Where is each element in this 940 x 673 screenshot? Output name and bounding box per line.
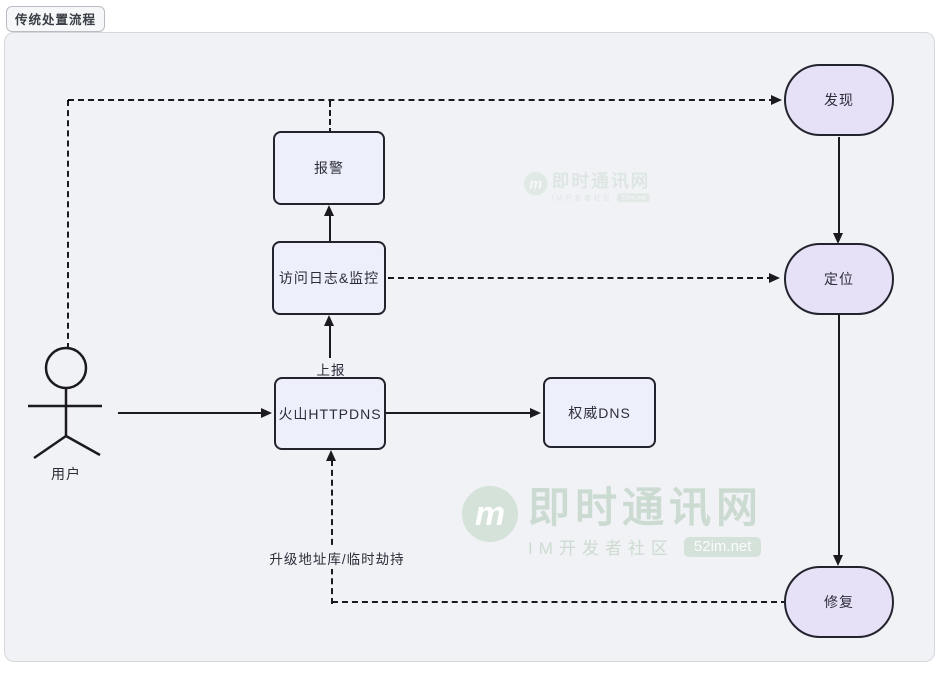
arrowhead-into-authdns [530,408,541,418]
arrowhead-into-discover [771,95,782,105]
edge-user-to-httpdns [118,412,263,414]
user-label: 用户 [51,466,81,482]
node-repair: 修复 [784,566,894,638]
diagram-panel [4,32,935,662]
arrowhead-into-locate-left [769,273,780,283]
edge-label-upgrade: 升级地址库/临时劫持 [264,547,410,569]
edge-accesslog-to-alarm [329,214,331,241]
node-locate: 定位 [784,243,894,315]
node-discover: 发现 [784,64,894,136]
node-auth-dns: 权威DNS [543,377,656,448]
arrowhead-into-repair [833,555,843,566]
edge-label-report: 上报 [308,358,354,380]
flow-title-badge: 传统处置流程 [6,6,106,32]
arrowhead-into-httpdns-bottom [326,450,336,461]
arrowhead-into-accesslog [324,315,334,326]
edge-locate-to-repair [838,315,840,557]
edge-accesslog-to-locate [388,277,773,279]
user-stick-figure-icon [28,346,102,460]
node-alarm: 报警 [273,131,385,205]
edge-httpdns-to-authdns [386,412,532,414]
node-access-log-monitor: 访问日志&监控 [272,241,386,315]
edge-user-to-discover-horizontal [68,99,775,101]
edge-repair-to-httpdns-horizontal [332,601,787,603]
edge-alarm-to-discover-branch [329,101,331,134]
node-volc-httpdns: 火山HTTPDNS [274,377,386,450]
edge-repair-to-httpdns-vertical [331,460,333,604]
edge-discover-to-locate [838,137,840,237]
arrowhead-into-httpdns [261,408,272,418]
edge-user-to-discover-vertical [67,100,69,349]
arrowhead-into-locate [833,233,843,244]
edge-httpdns-to-accesslog [329,324,331,377]
arrowhead-into-alarm [324,205,334,216]
